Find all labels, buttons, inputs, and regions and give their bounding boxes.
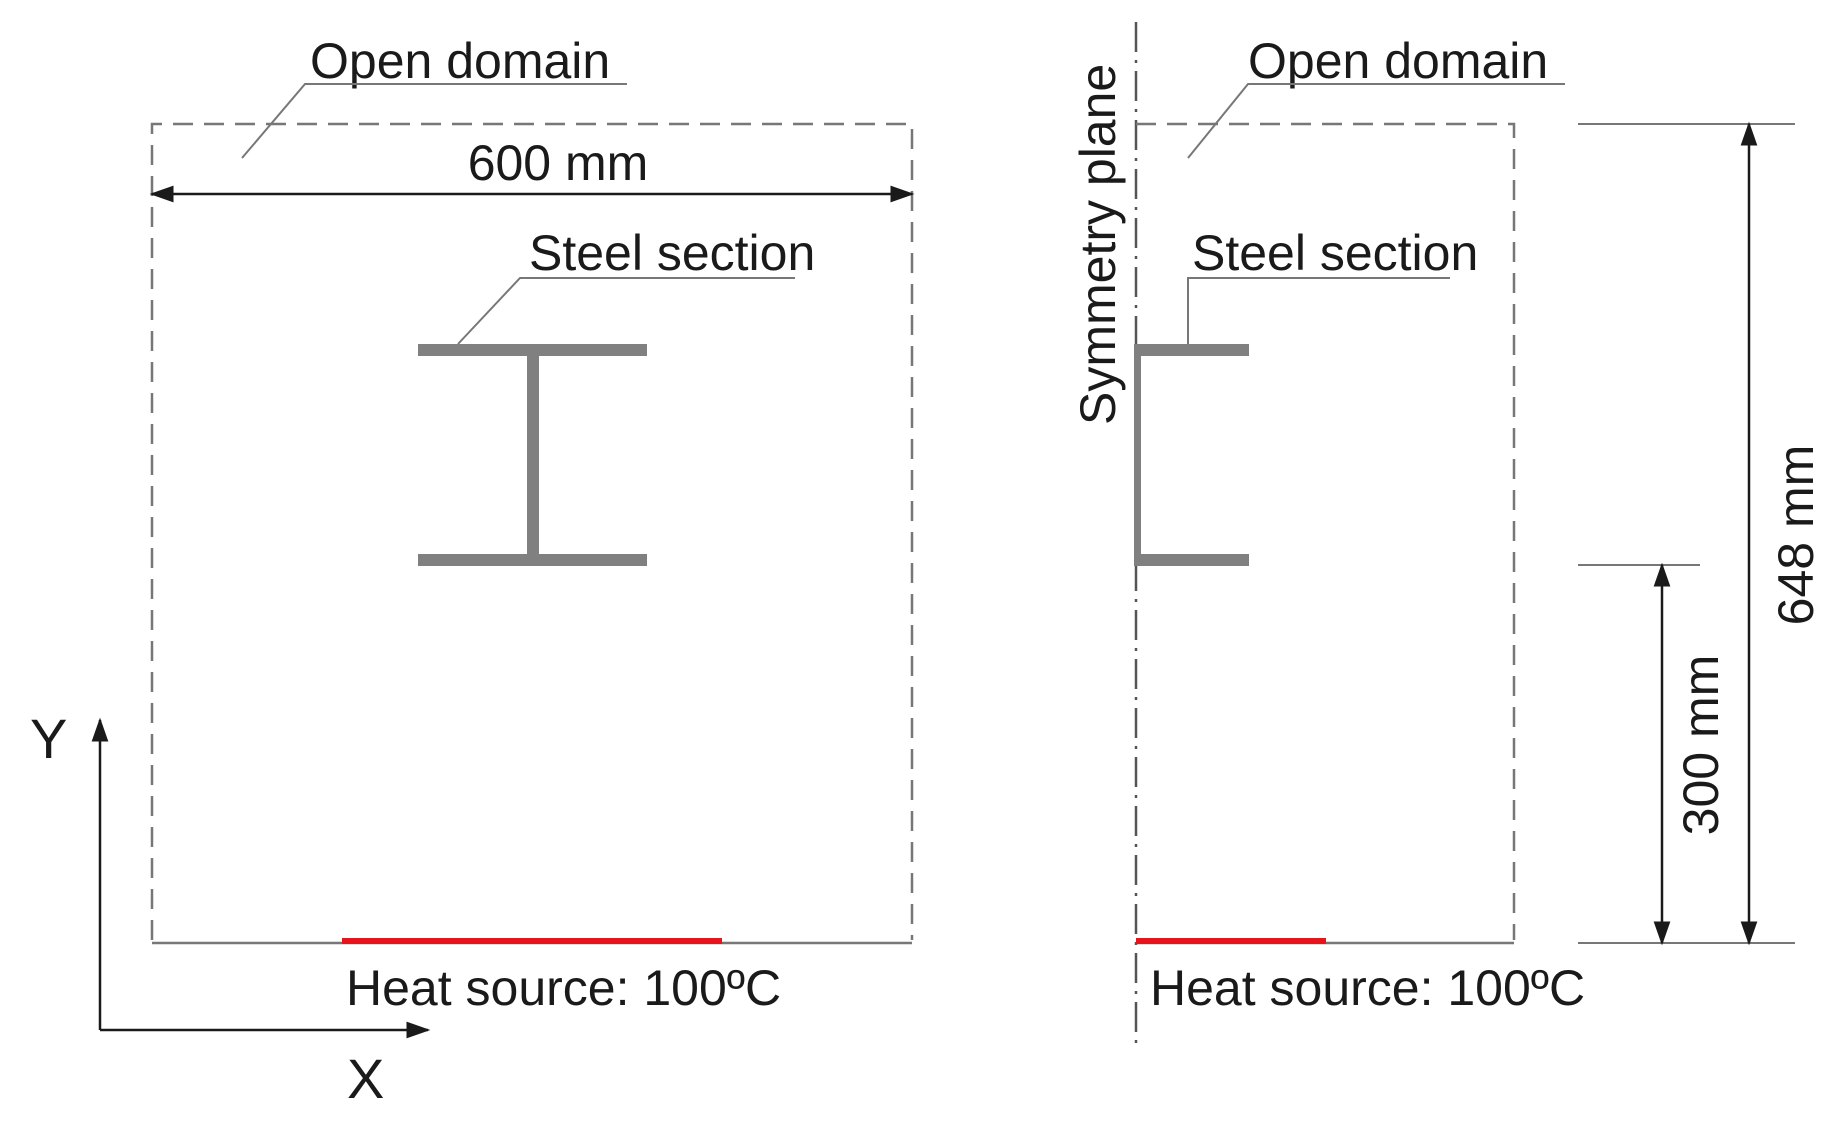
left-width-dimension-label: 600 mm [468,135,649,191]
x-axis-label: X [347,1047,384,1110]
right-steel-section-leader [1187,277,1450,344]
right-half-web [1134,350,1141,560]
right-steel-section-label: Steel section [1192,225,1478,281]
left-steel-section-leader [457,277,795,345]
y-axis-label: Y [30,707,67,770]
right-steel-half-section [1134,344,1249,566]
right-top-flange [1134,344,1249,356]
right-heat-source-label: Heat source: 100ºC [1150,960,1585,1016]
left-web [527,350,539,560]
right-open-domain-label: Open domain [1248,33,1548,89]
left-open-domain-boundary [150,122,914,940]
left-heat-source-label: Heat source: 100ºC [346,960,781,1016]
left-open-domain-label: Open domain [310,33,610,89]
coordinate-axes: Y X [30,707,431,1110]
section-height-dimension-label: 300 mm [1673,655,1729,836]
left-panel: Open domain 600 mm Steel section Heat so… [149,33,915,1016]
symmetry-plane-label: Symmetry plane [1070,64,1126,425]
right-open-domain-boundary [1136,122,1516,940]
left-steel-i-section [418,344,647,566]
left-open-domain-leader [241,83,627,159]
right-open-domain-leader [1187,83,1565,159]
height-dimension-label: 648 mm [1768,445,1824,626]
right-bottom-flange [1134,554,1249,566]
left-bottom-flange [418,554,647,566]
left-steel-section-label: Steel section [529,225,815,281]
right-panel: Symmetry plane Open domain Steel section… [1070,22,1824,1045]
